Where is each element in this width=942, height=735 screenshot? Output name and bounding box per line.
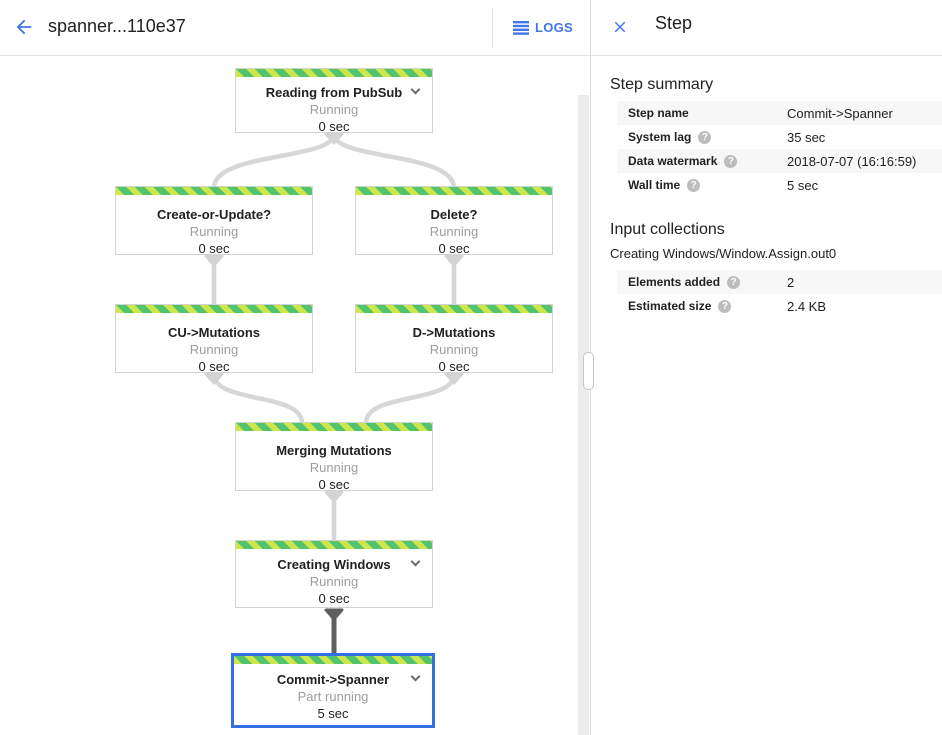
graph-node-merging-mutations[interactable]: Merging Mutations Running 0 sec bbox=[235, 422, 433, 492]
node-title: D->Mutations bbox=[412, 325, 496, 340]
step-summary-heading: Step summary bbox=[610, 76, 714, 93]
running-stripe bbox=[236, 423, 432, 431]
node-time: 0 sec bbox=[198, 241, 230, 256]
row-label: Elements added bbox=[628, 275, 721, 289]
step-summary-table: Step name Commit->Spanner System lag? 35… bbox=[617, 101, 942, 197]
node-time: 0 sec bbox=[318, 591, 350, 606]
row-value: 5 sec bbox=[787, 177, 819, 193]
row-label: System lag bbox=[628, 130, 692, 144]
graph-edges bbox=[204, 132, 464, 655]
running-stripe bbox=[356, 305, 552, 313]
help-icon[interactable]: ? bbox=[718, 299, 732, 313]
logs-button[interactable]: LOGS bbox=[500, 0, 586, 55]
row-value: 35 sec bbox=[787, 129, 826, 145]
graph-node-cu-mutations[interactable]: CU->Mutations Running 0 sec bbox=[115, 304, 313, 374]
running-stripe bbox=[236, 541, 432, 549]
node-status: Running bbox=[309, 460, 359, 475]
node-title: Merging Mutations bbox=[276, 443, 392, 458]
input-collection-name: Creating Windows/Window.Assign.out0 bbox=[610, 246, 837, 261]
node-time: 0 sec bbox=[438, 359, 470, 374]
table-row: Elements added? 2 bbox=[617, 270, 942, 294]
node-status: Running bbox=[309, 574, 359, 589]
row-value: 2 bbox=[787, 274, 795, 290]
graph-scrollbar-track[interactable] bbox=[578, 95, 589, 735]
panel-resize-handle[interactable] bbox=[583, 352, 594, 390]
logs-list-icon bbox=[512, 20, 529, 35]
logs-button-label: LOGS bbox=[534, 20, 574, 35]
node-status: Part running bbox=[297, 689, 369, 704]
table-row: Wall time? 5 sec bbox=[617, 173, 942, 197]
node-status: Running bbox=[189, 342, 239, 357]
node-title: Delete? bbox=[430, 207, 478, 222]
panel-title: Step bbox=[655, 13, 693, 33]
running-stripe bbox=[234, 656, 432, 664]
graph-node-create-or-update[interactable]: Create-or-Update? Running 0 sec bbox=[115, 186, 313, 256]
node-time: 0 sec bbox=[438, 241, 470, 256]
running-stripe bbox=[236, 69, 432, 77]
node-title: Creating Windows bbox=[277, 557, 391, 572]
help-icon[interactable]: ? bbox=[698, 130, 712, 144]
row-label: Wall time bbox=[628, 178, 681, 192]
close-icon bbox=[614, 21, 626, 32]
back-button[interactable] bbox=[10, 14, 38, 42]
node-time: 0 sec bbox=[198, 359, 230, 374]
header-bottom-border bbox=[0, 55, 942, 56]
node-title: Commit->Spanner bbox=[276, 672, 390, 687]
row-value: 2.4 KB bbox=[787, 298, 827, 314]
graph-node-creating-windows[interactable]: Creating Windows Running 0 sec bbox=[235, 540, 433, 608]
node-status: Running bbox=[429, 342, 479, 357]
graph-node-commit-spanner-selected[interactable]: Commit->Spanner Part running 5 sec bbox=[231, 653, 435, 728]
node-status: Running bbox=[429, 224, 479, 239]
running-stripe bbox=[356, 187, 552, 195]
running-stripe bbox=[116, 187, 312, 195]
table-row: Data watermark? 2018-07-07 (16:16:59) bbox=[617, 149, 942, 173]
row-label: Estimated size bbox=[628, 299, 712, 313]
node-time: 5 sec bbox=[317, 706, 349, 721]
table-row: Step name Commit->Spanner bbox=[617, 101, 942, 125]
graph-node-reading-from-pubsub[interactable]: Reading from PubSub Running 0 sec bbox=[235, 68, 433, 134]
row-value: 2018-07-07 (16:16:59) bbox=[787, 153, 917, 169]
node-status: Running bbox=[189, 224, 239, 239]
row-label: Data watermark bbox=[628, 154, 718, 168]
help-icon[interactable]: ? bbox=[687, 178, 701, 192]
arrow-left-icon bbox=[16, 19, 32, 34]
header-divider bbox=[492, 8, 493, 48]
node-title: Reading from PubSub bbox=[265, 85, 403, 100]
running-stripe bbox=[116, 305, 312, 313]
help-icon[interactable]: ? bbox=[727, 275, 741, 289]
row-value: Commit->Spanner bbox=[787, 105, 893, 121]
pipeline-graph: Reading from PubSub Running 0 sec Create… bbox=[0, 56, 578, 735]
node-title: CU->Mutations bbox=[167, 325, 261, 340]
node-status: Running bbox=[309, 102, 359, 117]
graph-node-delete[interactable]: Delete? Running 0 sec bbox=[355, 186, 553, 256]
input-collections-table: Elements added? 2 Estimated size? 2.4 KB bbox=[617, 270, 942, 318]
help-icon[interactable]: ? bbox=[724, 154, 738, 168]
node-title: Create-or-Update? bbox=[156, 207, 272, 222]
graph-node-d-mutations[interactable]: D->Mutations Running 0 sec bbox=[355, 304, 553, 374]
table-row: System lag? 35 sec bbox=[617, 125, 942, 149]
input-collections-heading: Input collections bbox=[610, 221, 725, 238]
node-time: 0 sec bbox=[318, 119, 350, 134]
row-label: Step name bbox=[628, 106, 689, 120]
table-row: Estimated size? 2.4 KB bbox=[617, 294, 942, 318]
close-panel-button[interactable] bbox=[606, 14, 634, 42]
node-time: 0 sec bbox=[318, 477, 350, 492]
job-title: spanner...110e37 bbox=[48, 16, 186, 36]
